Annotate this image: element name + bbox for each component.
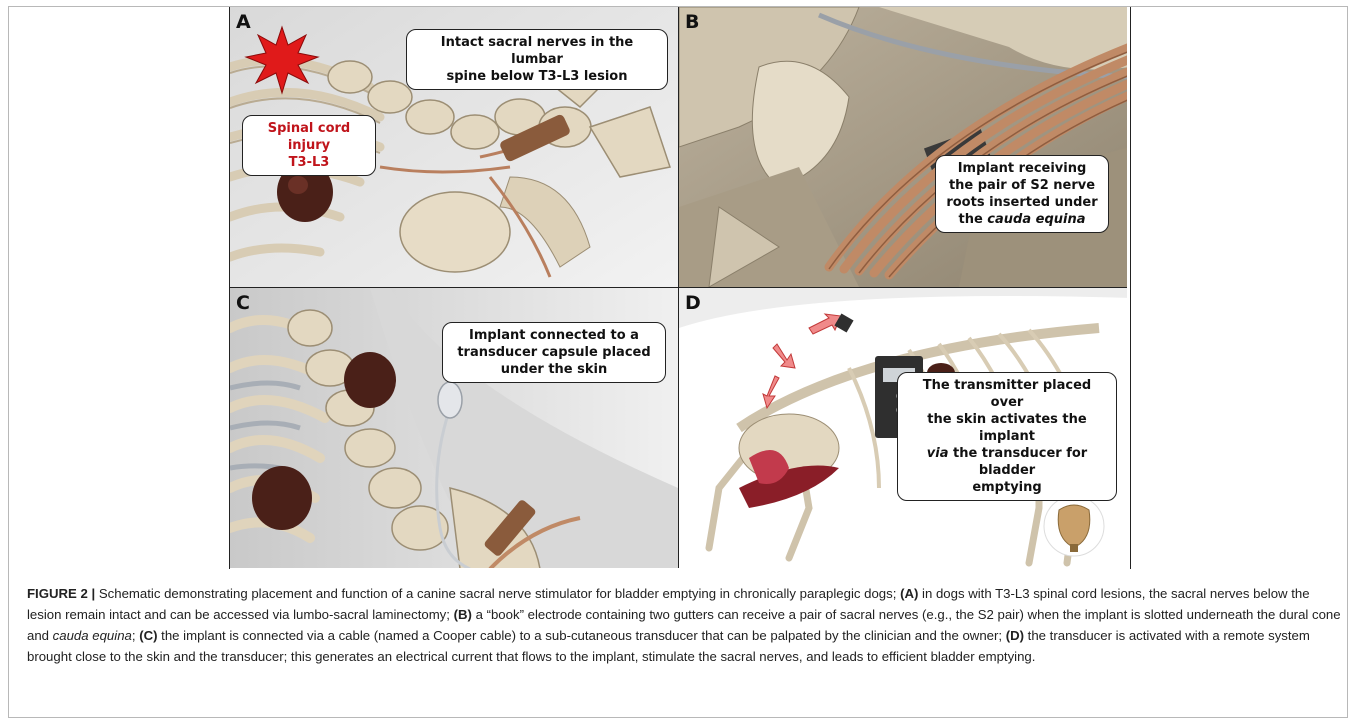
panel-b-illustration [679, 7, 1127, 287]
panel-c: C Implant connected to a transducer caps… [230, 288, 679, 568]
panel-b-callout-line4-italic: cauda equina [987, 212, 1085, 227]
injury-label: Spinal cord injury T3-L3 [242, 115, 376, 176]
panel-b: B Implant receiving the pair of S2 nerve… [679, 7, 1127, 288]
panel-d-callout-line1: The transmitter placed over [906, 377, 1108, 411]
caption-c-text: the implant is connected via a cable (na… [158, 628, 1006, 643]
panel-a-callout-line2: spine below T3-L3 lesion [415, 68, 659, 85]
figure-frame: A Spinal cord injury T3-L3 Intact sacral… [8, 6, 1348, 718]
panel-d-letter: D [685, 292, 701, 314]
panel-b-callout-line2: the pair of S2 nerve [944, 177, 1100, 194]
panel-d-callout-line3-rest: the transducer for bladder [948, 446, 1087, 478]
panel-d-callout-line4: emptying [906, 479, 1108, 496]
caption-intro: Schematic demonstrating placement and fu… [95, 586, 900, 601]
panel-c-callout-line2: transducer capsule placed [451, 344, 657, 361]
panel-a-letter: A [236, 11, 251, 33]
panel-b-callout-line4-prefix: the [958, 212, 987, 227]
panel-b-letter: B [685, 11, 699, 33]
injury-label-line1: Spinal cord injury [251, 120, 367, 154]
panel-a: A Spinal cord injury T3-L3 Intact sacral… [230, 7, 679, 288]
panel-c-callout-line3: under the skin [451, 361, 657, 378]
panel-b-callout: Implant receiving the pair of S2 nerve r… [935, 155, 1109, 233]
caption-d-tag: (D) [1006, 628, 1024, 643]
panel-d-callout-line3-italic: via [927, 446, 949, 461]
caption-c-tag: (C) [139, 628, 157, 643]
panel-a-callout: Intact sacral nerves in the lumbar spine… [406, 29, 668, 90]
panel-d-callout: The transmitter placed over the skin act… [897, 372, 1117, 501]
panel-c-callout: Implant connected to a transducer capsul… [442, 322, 666, 383]
figure-caption: FIGURE 2 | Schematic demonstrating place… [27, 583, 1347, 667]
panel-a-callout-line1: Intact sacral nerves in the lumbar [415, 34, 659, 68]
caption-b-italic: cauda equina [53, 628, 132, 643]
panel-b-callout-line4: the cauda equina [944, 211, 1100, 228]
panel-b-callout-line3: roots inserted under [944, 194, 1100, 211]
panel-b-callout-line1: Implant receiving [944, 160, 1100, 177]
panel-c-letter: C [236, 292, 250, 314]
caption-label: FIGURE 2 | [27, 586, 95, 601]
panel-d-callout-line2: the skin activates the implant [906, 411, 1108, 445]
panel-c-callout-line1: Implant connected to a [451, 327, 657, 344]
panel-d-callout-line3: via the transducer for bladder [906, 445, 1108, 479]
caption-b-tag: (B) [454, 607, 472, 622]
caption-a-tag: (A) [900, 586, 918, 601]
panel-d: D The transmitter placed over the skin a… [679, 288, 1127, 568]
injury-label-line2: T3-L3 [251, 154, 367, 171]
figure-image: A Spinal cord injury T3-L3 Intact sacral… [229, 7, 1131, 569]
